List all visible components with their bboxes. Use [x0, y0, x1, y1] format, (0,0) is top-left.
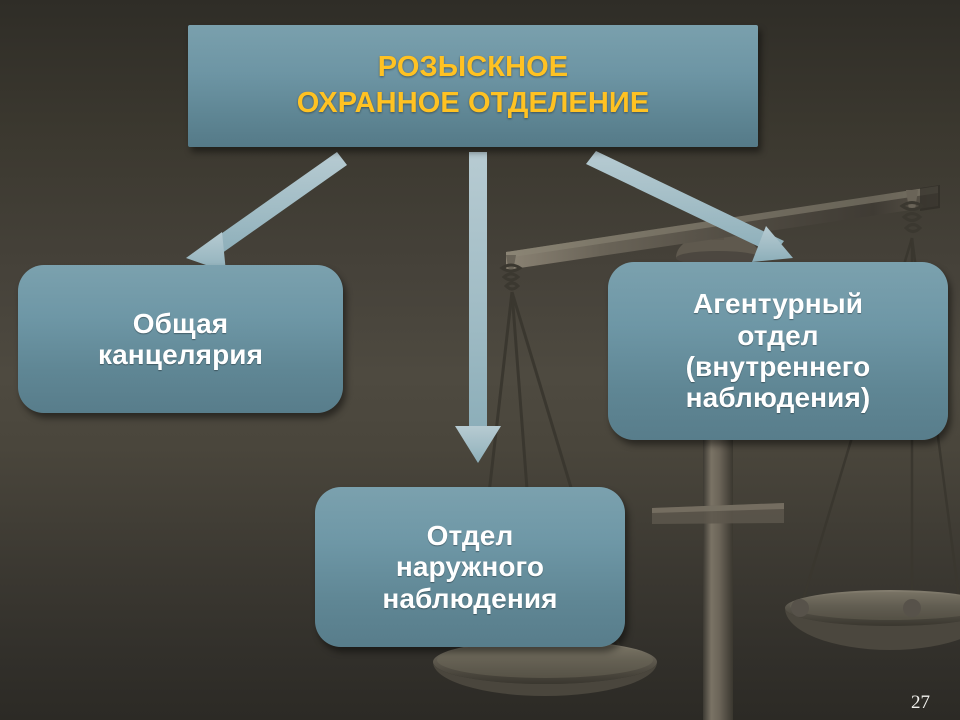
node-external-surveillance-label: Отдел наружного наблюдения [382, 519, 558, 614]
diagram-title-label: РОЗЫСКНОЕ ОХРАННОЕ ОТДЕЛЕНИЕ [296, 51, 650, 119]
arrow-to-external-surveillance [455, 152, 501, 463]
diagram-title-box: РОЗЫСКНОЕ ОХРАННОЕ ОТДЕЛЕНИЕ [188, 25, 758, 147]
node-external-surveillance[interactable]: Отдел наружного наблюдения [315, 487, 625, 647]
node-general-office-label: Общая канцелярия [97, 307, 264, 370]
arrow-to-agent-department [586, 151, 793, 262]
node-agent-department-label: Агентурный отдел (внутреннего наблюдения… [685, 288, 871, 414]
node-agent-department[interactable]: Агентурный отдел (внутреннего наблюдения… [608, 262, 948, 440]
slide-number: 27 [911, 692, 930, 713]
node-general-office[interactable]: Общая канцелярия [18, 265, 343, 413]
arrow-to-general-office [186, 152, 347, 272]
